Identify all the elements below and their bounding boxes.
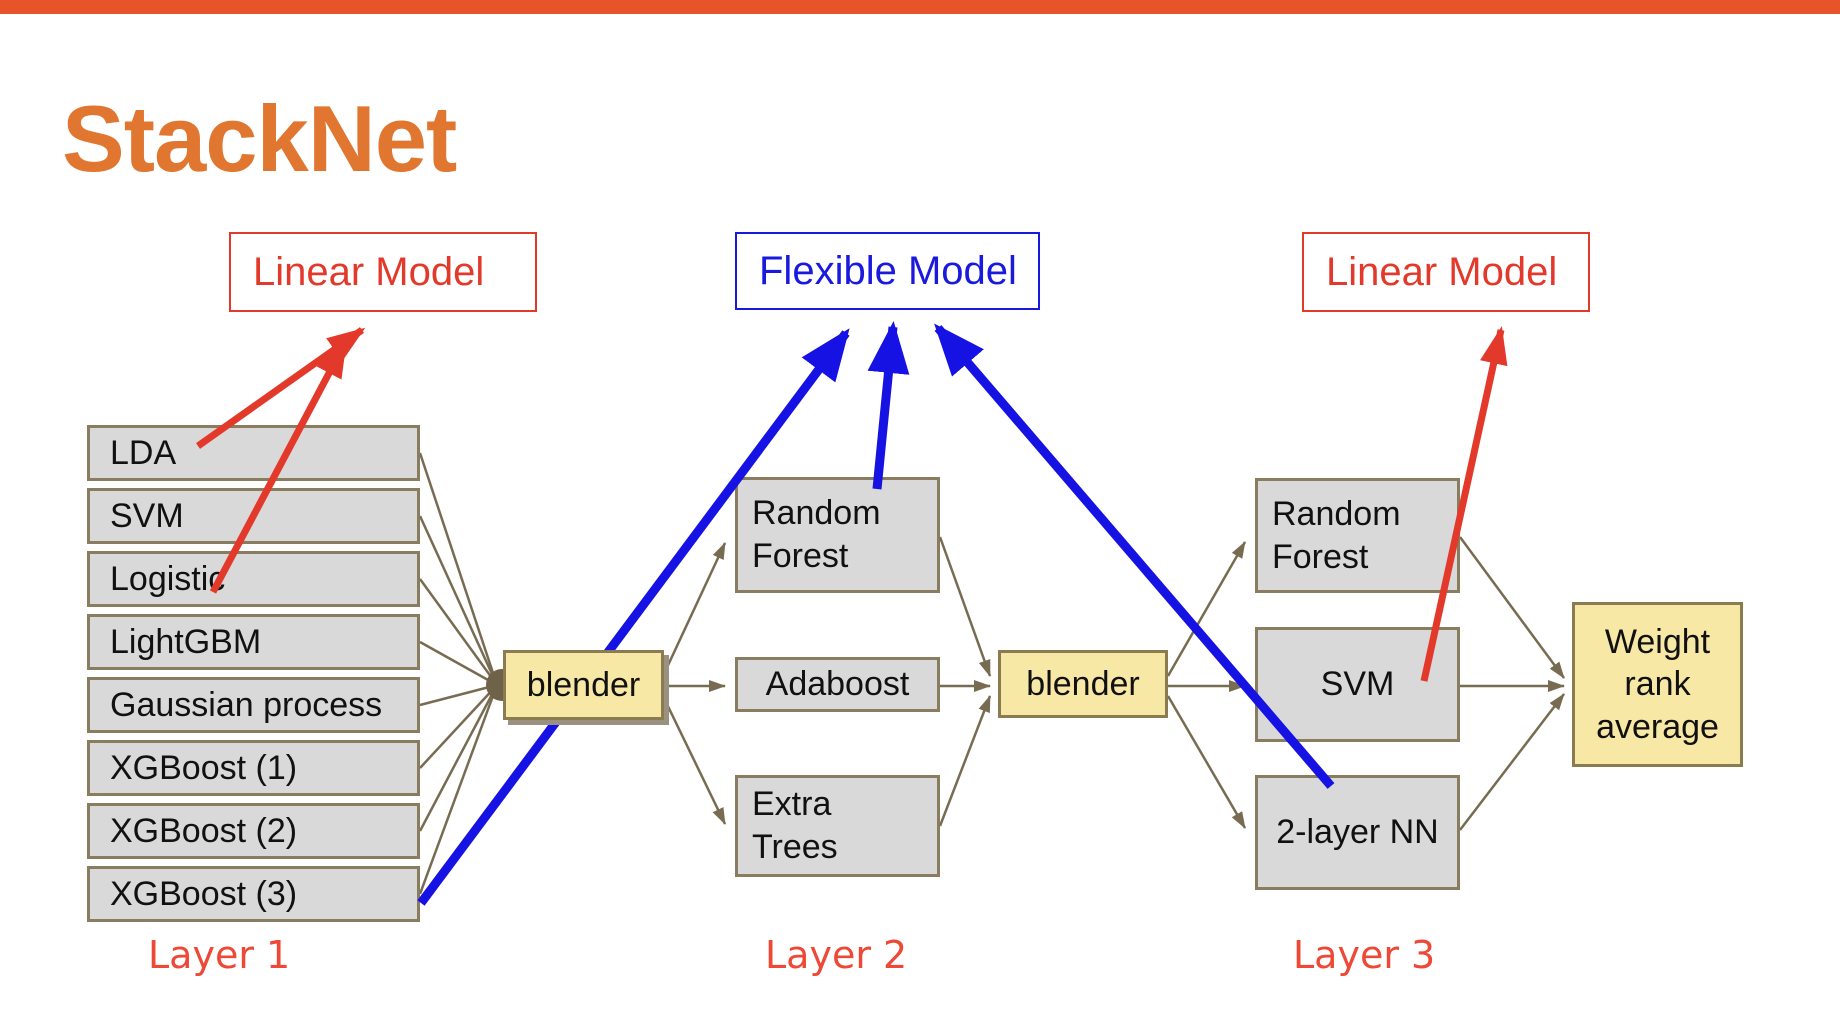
annotation-flexible-model: Flexible Model: [735, 232, 1040, 310]
blender2-to-layer3-arrows: [1166, 541, 1247, 829]
model-label: Random Forest: [752, 494, 881, 575]
annotation-linear-model-left: Linear Model: [229, 232, 537, 312]
output-label: Weight rank average: [1596, 622, 1719, 746]
model-box-xgboost-3: XGBoost (3): [87, 866, 420, 922]
model-label: Extra Trees: [752, 785, 838, 866]
model-box-random-forest-l2: Random Forest: [735, 477, 940, 593]
red-linear-model-arrows: [195, 326, 1508, 682]
caption-layer-3: Layer 3: [1293, 933, 1436, 977]
model-box-gaussian-process: Gaussian process: [87, 677, 420, 733]
layer1-fan-lines: [418, 452, 499, 895]
theme-accent-bar: [0, 0, 1840, 14]
blender1-box: blender: [503, 650, 664, 720]
annotation-label: Linear Model: [253, 249, 485, 294]
annotation-linear-model-right: Linear Model: [1302, 232, 1590, 312]
annotation-label: Flexible Model: [759, 248, 1017, 293]
caption-layer-2: Layer 2: [765, 933, 908, 977]
model-box-svm: SVM: [87, 488, 420, 544]
model-box-lda: LDA: [87, 425, 420, 481]
model-label: XGBoost (1): [110, 748, 298, 787]
model-box-xgboost-2: XGBoost (2): [87, 803, 420, 859]
model-label: Adaboost: [765, 665, 910, 704]
blender1-to-layer2-arrows: [661, 542, 727, 825]
model-label: SVM: [1320, 665, 1395, 704]
model-box-adaboost: Adaboost: [735, 657, 940, 712]
weight-rank-average-box: Weight rank average: [1572, 602, 1743, 767]
model-box-2-layer-nn: 2-layer NN: [1255, 775, 1460, 890]
layer2-to-blender2-arrows: [938, 536, 992, 827]
blender-label: blender: [1026, 664, 1140, 703]
model-box-xgboost-1: XGBoost (1): [87, 740, 420, 796]
model-label: Random Forest: [1272, 494, 1401, 576]
blender2-box: blender: [998, 650, 1168, 718]
model-label: XGBoost (2): [110, 811, 298, 850]
model-label: SVM: [110, 496, 184, 535]
model-label: Logistic: [110, 559, 226, 598]
model-label: 2-layer NN: [1276, 813, 1439, 852]
model-label: LightGBM: [110, 622, 262, 661]
page-title: StackNet: [62, 86, 457, 191]
layer3-to-output-arrows: [1458, 536, 1566, 831]
blue-flexible-model-arrows: [417, 321, 1335, 906]
model-label: Gaussian process: [110, 685, 383, 724]
caption-layer-1: Layer 1: [148, 933, 291, 977]
model-box-lightgbm: LightGBM: [87, 614, 420, 670]
model-label: LDA: [110, 433, 177, 472]
blender-label: blender: [526, 665, 641, 704]
model-box-svm-l3: SVM: [1255, 627, 1460, 742]
model-box-random-forest-l3: Random Forest: [1255, 478, 1460, 593]
annotation-label: Linear Model: [1326, 249, 1558, 294]
model-box-extra-trees: Extra Trees: [735, 775, 940, 877]
model-label: XGBoost (3): [110, 874, 298, 913]
model-box-logistic: Logistic: [87, 551, 420, 607]
